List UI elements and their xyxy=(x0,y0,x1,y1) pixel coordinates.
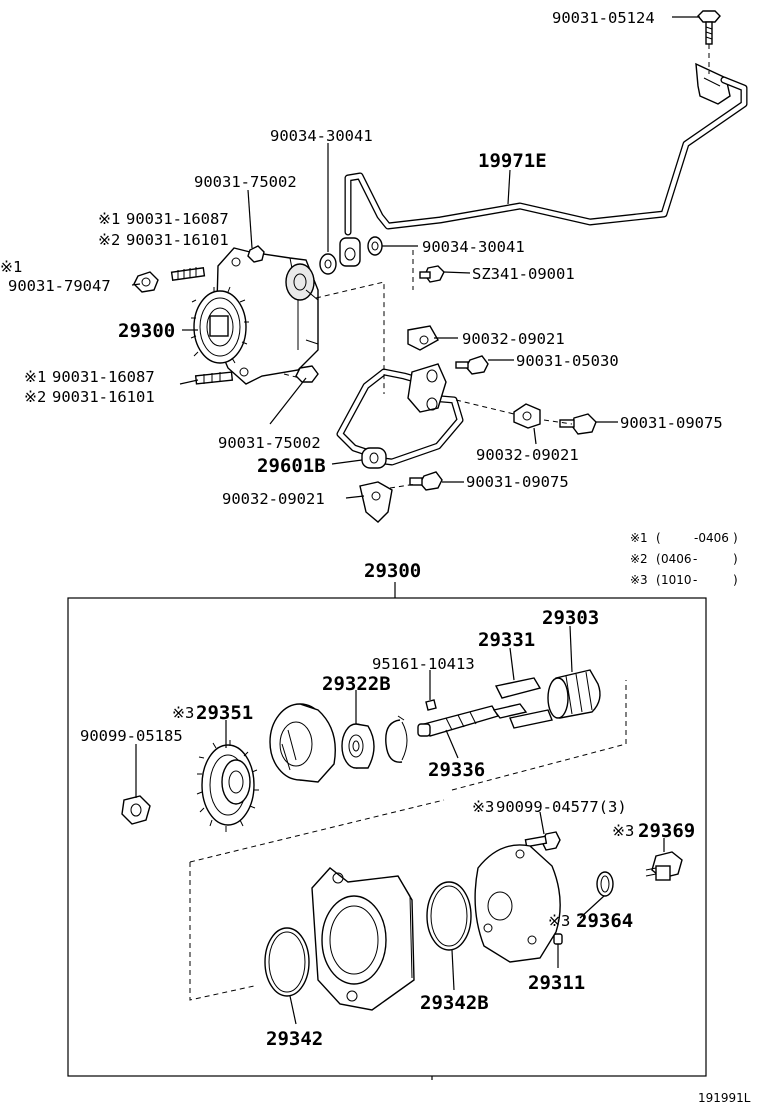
label-oring-small: 29364 xyxy=(576,910,633,932)
applicability-notes: ※1 ( -0406 ) ※2 ( 0406 - ) ※3 ( 1010 - ) xyxy=(630,531,738,587)
note-3-mark: ※3 xyxy=(630,573,648,587)
label-vane: 29331 xyxy=(478,629,535,651)
dowel-drawing xyxy=(553,933,563,945)
hose-drawing xyxy=(336,325,464,469)
top-dashed-lines xyxy=(315,281,573,489)
label-stud-d: 90031-75002 xyxy=(218,434,321,452)
label-nut-b: 90099-05185 xyxy=(80,727,183,745)
label-bolt-top: 90031-05124 xyxy=(552,9,655,27)
pipe-bracket-drawing xyxy=(695,44,731,105)
label-oring-big: 29342 xyxy=(266,1028,323,1050)
figure-code: 191991L xyxy=(698,1091,751,1105)
label-mark1-stud-b: ※1 xyxy=(98,210,120,228)
label-washer-a: 90034-30041 xyxy=(270,127,373,145)
bolt-top-drawing xyxy=(697,10,721,45)
label-gasket-c: 90032-09021 xyxy=(222,490,325,508)
box-dashed-lines xyxy=(189,680,627,1001)
label-rotor: 29303 xyxy=(542,607,599,629)
check-valve-drawing xyxy=(645,851,683,881)
note-2-open: ( xyxy=(656,552,661,566)
note-1-mark: ※1 xyxy=(630,531,648,545)
label-mark3-gear: ※3 xyxy=(172,704,194,722)
label-mark3-screw: ※3 xyxy=(472,798,494,816)
oring-big-drawing xyxy=(264,927,310,997)
label-mark3-check-valve: ※3 xyxy=(612,822,634,840)
pump-gear-drawing xyxy=(190,286,249,364)
label-dowel: 29311 xyxy=(528,972,585,994)
label-pipe-main: 19971E xyxy=(478,150,547,172)
label-mark1-stud-c: ※1 xyxy=(24,368,46,386)
label-oring-mid: 29342B xyxy=(420,992,489,1014)
snap-ring-drawing xyxy=(385,715,408,763)
label-mark2-stud-b: ※2 xyxy=(98,231,120,249)
label-stud-b2: 90031-16101 xyxy=(126,231,229,249)
label-mark2-stud-c: ※2 xyxy=(24,388,46,406)
oring-mid-drawing xyxy=(426,881,472,951)
union-washers-drawing xyxy=(319,236,383,275)
label-pump-assy: 29300 xyxy=(118,320,175,342)
box-leader-lines xyxy=(135,625,665,1025)
label-bolt-b: 90031-05030 xyxy=(516,352,619,370)
label-pin: 95161-10413 xyxy=(372,655,475,673)
note-1-open: ( xyxy=(656,531,661,545)
label-mark3-oring-small: ※3 xyxy=(548,912,570,930)
nut-b-drawing xyxy=(121,795,151,825)
bolt-sz-drawing xyxy=(412,250,445,290)
pump-body-drawing xyxy=(215,247,319,385)
rotor-drawing xyxy=(547,669,601,719)
label-gasket-b: 90032-09021 xyxy=(476,446,579,464)
top-leader-lines xyxy=(131,16,700,499)
label-bolt-c: 90031-09075 xyxy=(620,414,723,432)
label-check-valve: 29369 xyxy=(638,820,695,842)
note-1-range: -0406 xyxy=(694,531,729,545)
label-bearing: 29322B xyxy=(322,673,391,695)
label-box-title: 29300 xyxy=(364,560,421,582)
label-gear: 29351 xyxy=(196,702,253,724)
label-screw: 90099-04577(3) xyxy=(496,798,627,816)
screw-drawing xyxy=(524,831,561,851)
label-stud-b1: 90031-16087 xyxy=(126,210,229,228)
main-housing-drawing xyxy=(311,867,415,1011)
note-3-dash: - xyxy=(693,573,697,587)
note-2-mark: ※2 xyxy=(630,552,648,566)
label-nut-a: 90031-79047 xyxy=(8,277,111,295)
shaft-drawing xyxy=(417,699,500,737)
label-mark1-nut-a: ※1 xyxy=(0,258,22,276)
label-stud-c2: 90031-16101 xyxy=(52,388,155,406)
oring-small-drawing xyxy=(596,871,614,897)
note-3-close: ) xyxy=(733,573,738,587)
label-bolt-d: 90031-09075 xyxy=(466,473,569,491)
label-hose: 29601B xyxy=(257,455,326,477)
note-3-from: 1010 xyxy=(661,573,692,587)
label-stud-c1: 90031-16087 xyxy=(52,368,155,386)
label-stud-a: 90031-75002 xyxy=(194,173,297,191)
vacuum-pipe-drawing xyxy=(344,76,748,236)
note-1-close: ) xyxy=(733,531,738,545)
bearing-drawing xyxy=(341,723,375,769)
vanes-drawing xyxy=(492,677,553,729)
housing-ring-drawing xyxy=(269,703,336,783)
note-2-close: ) xyxy=(733,552,738,566)
label-gasket-a: 90032-09021 xyxy=(462,330,565,348)
note-3-open: ( xyxy=(656,573,661,587)
label-washer-b: 90034-30041 xyxy=(422,238,525,256)
note-2-dash: - xyxy=(693,552,697,566)
label-shaft: 29336 xyxy=(428,759,485,781)
label-bolt-sz: SZ341-09001 xyxy=(472,265,575,283)
hose-bolts-drawing xyxy=(359,355,597,523)
assembly-box xyxy=(67,597,707,1077)
note-2-from: 0406 xyxy=(661,552,692,566)
cover-plate-drawing xyxy=(474,844,561,963)
gear-drawing xyxy=(196,740,259,832)
